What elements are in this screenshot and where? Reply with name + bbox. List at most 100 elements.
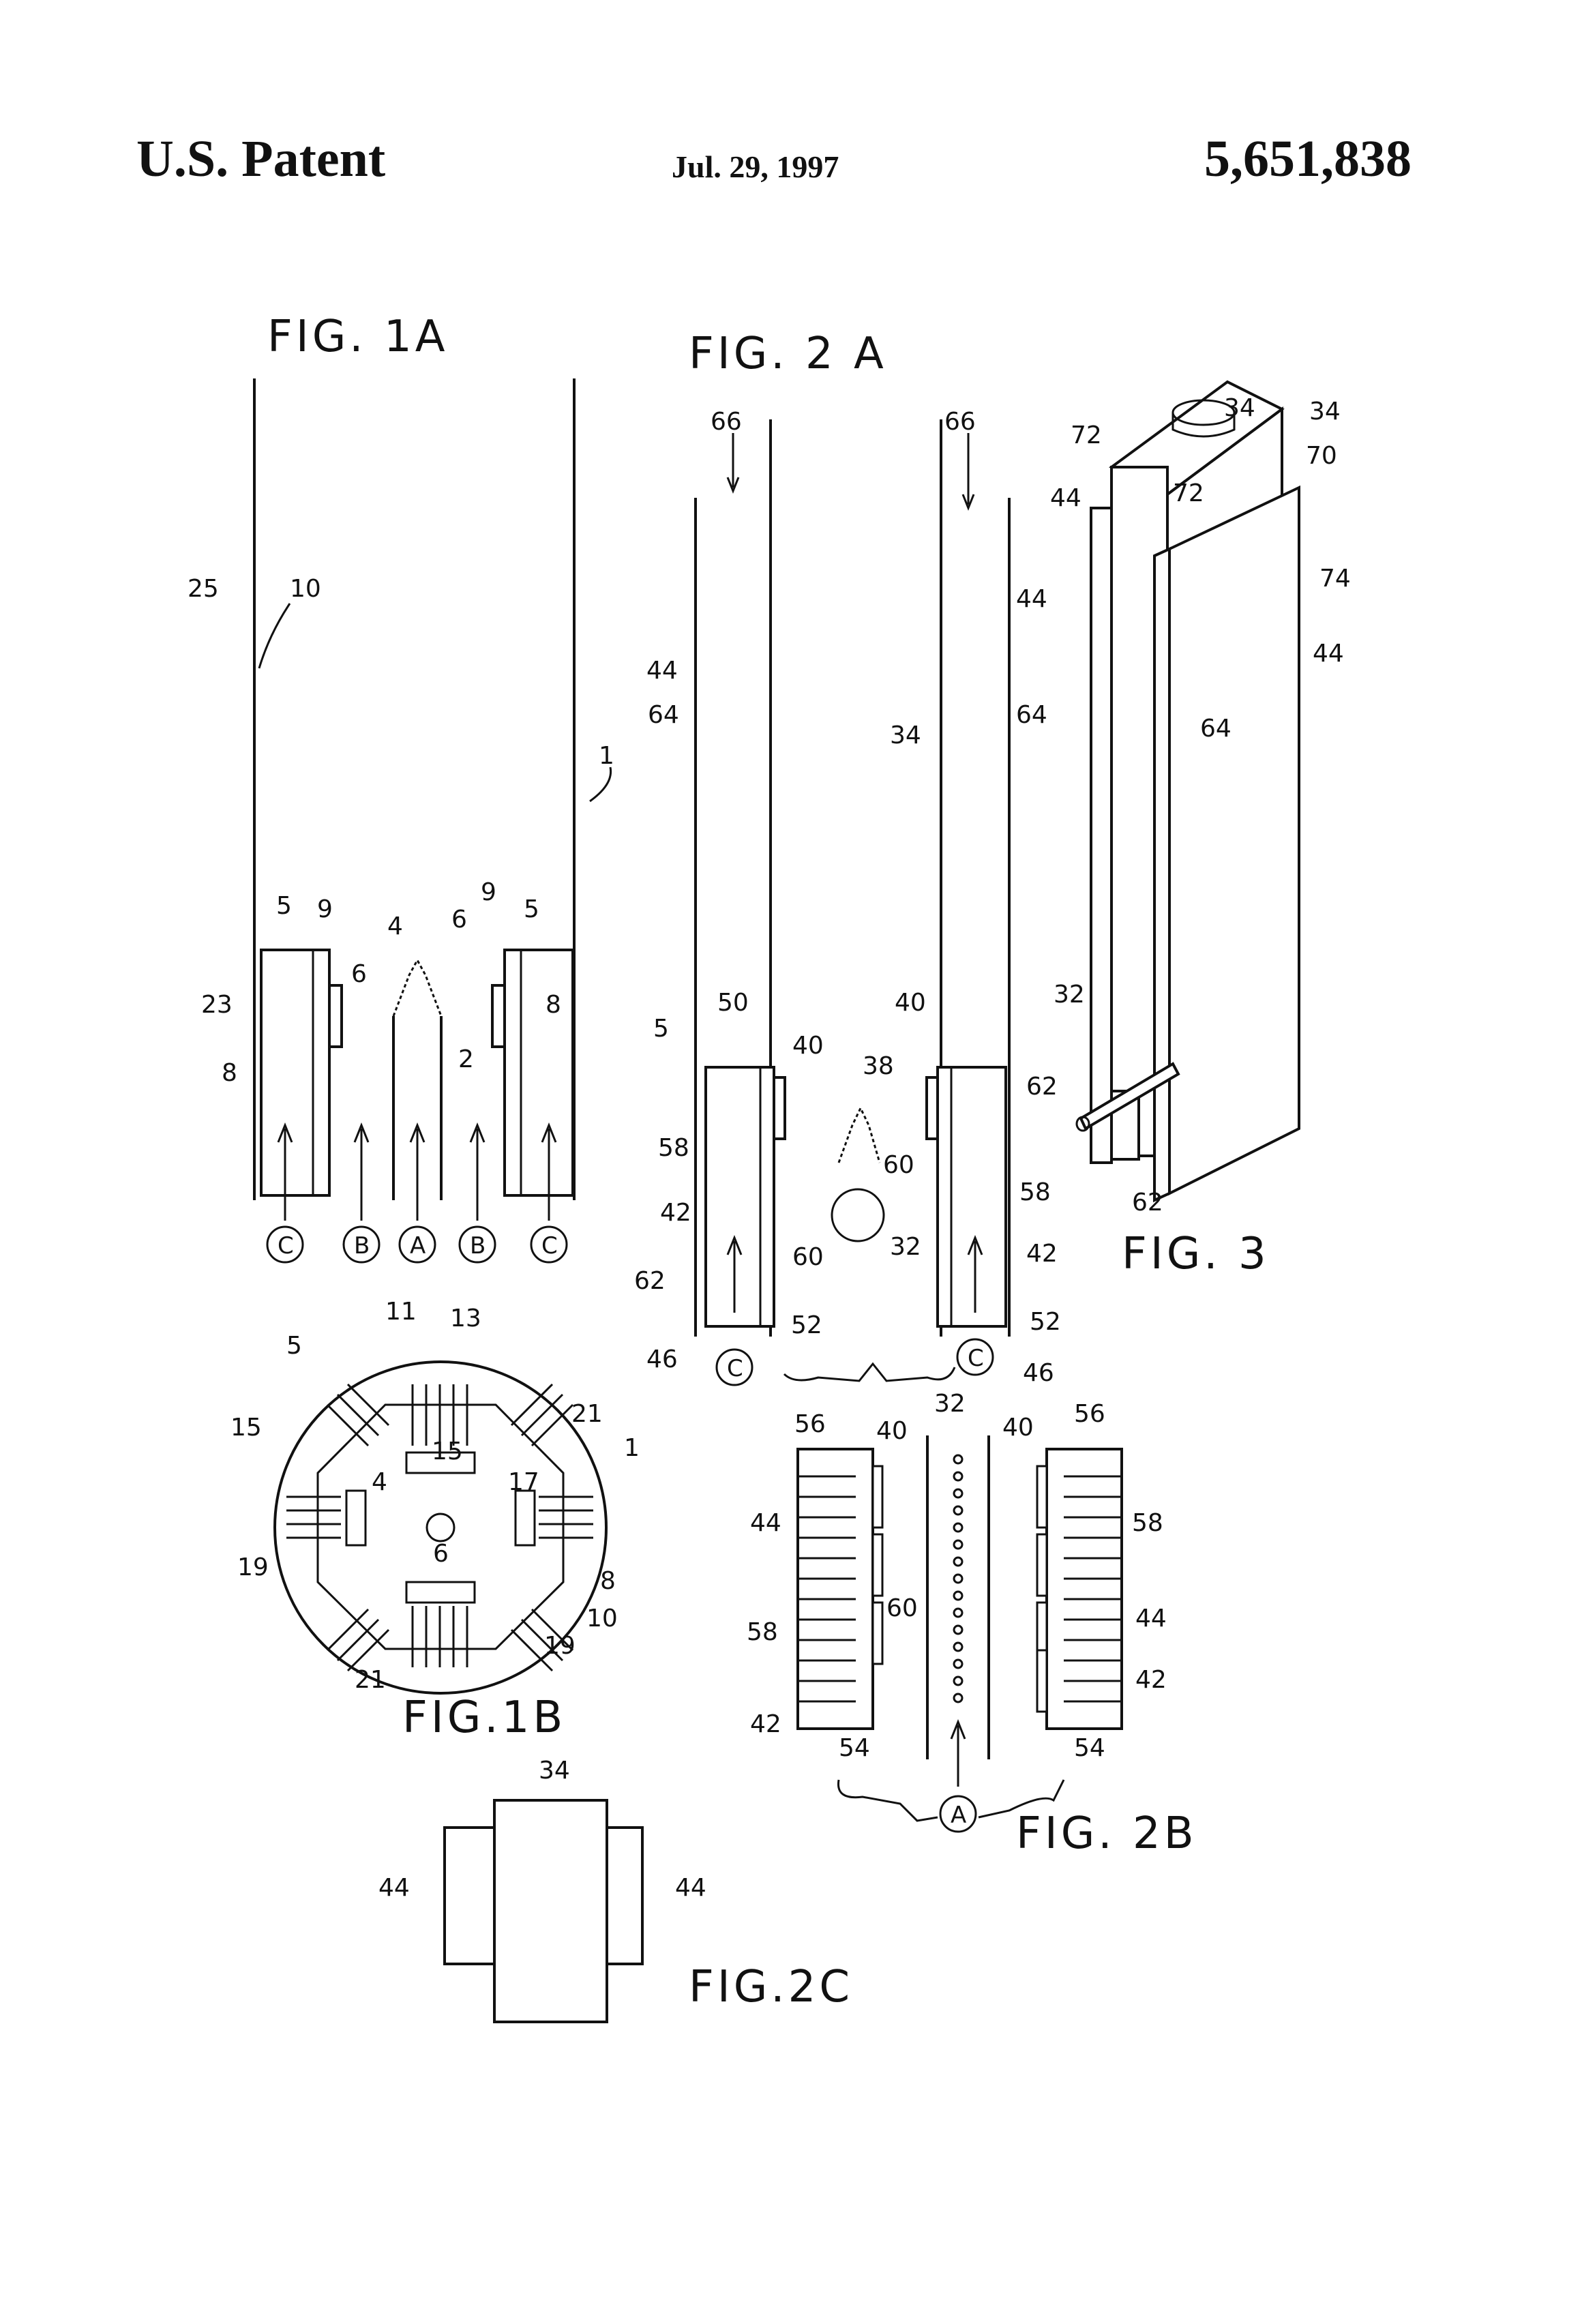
ref-42-left: 42 xyxy=(660,1199,691,1227)
ref-5-2a: 5 xyxy=(653,1015,669,1043)
ref-42-2b-left: 42 xyxy=(750,1710,781,1738)
ref-42-right: 42 xyxy=(1026,1240,1058,1268)
ref-23: 23 xyxy=(201,991,233,1019)
ref-58-2b-right: 58 xyxy=(1132,1509,1163,1537)
ref-34-2c: 34 xyxy=(539,1757,570,1785)
ref-44-2a-left: 44 xyxy=(646,657,678,685)
fig-1b-label: FIG.1B xyxy=(402,1693,566,1743)
ref-1-a: 1 xyxy=(599,742,614,770)
ref-54-right: 54 xyxy=(1074,1734,1105,1762)
ref-40-2b-right: 40 xyxy=(1002,1414,1034,1442)
ref-60-2b: 60 xyxy=(886,1594,918,1622)
ref-5-1b: 5 xyxy=(286,1332,302,1360)
flow-b-right: B xyxy=(470,1232,486,1260)
ref-32-2a: 32 xyxy=(890,1233,921,1261)
ref-40-2a-left: 40 xyxy=(792,1032,824,1060)
ref-19-right: 19 xyxy=(544,1632,576,1660)
ref-40-2a-right: 40 xyxy=(895,989,926,1017)
ref-19-left: 19 xyxy=(237,1553,269,1581)
fig-3-label: FIG. 3 xyxy=(1122,1229,1270,1279)
ref-42-2b-right: 42 xyxy=(1135,1666,1167,1694)
ref-21-left: 21 xyxy=(355,1666,386,1694)
fig-1b: FIG.1B 5 11 13 15 15 21 17 4 1 6 19 8 10… xyxy=(230,1298,640,1743)
ref-4: 4 xyxy=(387,912,403,940)
flow-c-2a-right: C xyxy=(968,1345,984,1372)
flow-c-2a-left: C xyxy=(727,1355,743,1382)
ref-32-3: 32 xyxy=(1054,981,1085,1009)
ref-9-left: 9 xyxy=(317,895,333,923)
fig-2c: 34 44 44 FIG.2C xyxy=(378,1757,853,2022)
ref-40-2b-left: 40 xyxy=(876,1417,908,1445)
ref-8-right: 8 xyxy=(546,991,561,1019)
ref-5-left: 5 xyxy=(276,892,292,920)
ref-38: 38 xyxy=(863,1052,894,1080)
ref-46-left: 46 xyxy=(646,1345,678,1373)
ref-11: 11 xyxy=(385,1298,417,1326)
ref-10: 10 xyxy=(290,575,321,603)
ref-56-left: 56 xyxy=(794,1410,826,1438)
ref-46-right: 46 xyxy=(1023,1359,1054,1387)
ref-44-2c-left: 44 xyxy=(378,1874,410,1902)
ref-8-1b: 8 xyxy=(600,1567,616,1595)
ref-32-2b: 32 xyxy=(934,1390,966,1418)
flow-b-left: B xyxy=(354,1232,370,1260)
ref-34-3: 34 xyxy=(1224,394,1255,422)
ref-52-left: 52 xyxy=(791,1311,822,1339)
fig-2b: A FIG. 2B 32 56 40 40 56 44 58 60 44 58 … xyxy=(747,1390,1197,1859)
ref-64-right: 64 xyxy=(1016,701,1047,729)
ref-56-right: 56 xyxy=(1074,1400,1105,1428)
ref-1-b: 1 xyxy=(624,1434,640,1462)
fig-1a: FIG. 1A C B A B C 25 10 1 xyxy=(188,312,614,1262)
ref-60-right: 60 xyxy=(883,1151,914,1179)
ref-58-2b-left: 58 xyxy=(747,1618,778,1646)
ref-6-right: 6 xyxy=(451,906,467,934)
fig-1a-label: FIG. 1A xyxy=(267,312,448,362)
ref-60-left: 60 xyxy=(792,1243,824,1271)
ref-64-left: 64 xyxy=(648,701,679,729)
ref-17: 17 xyxy=(508,1468,539,1496)
ref-70: 70 xyxy=(1306,442,1337,470)
ref-64-3: 64 xyxy=(1200,715,1232,743)
ref-15-left: 15 xyxy=(230,1414,262,1442)
ref-74: 74 xyxy=(1319,565,1351,593)
ref-2: 2 xyxy=(458,1045,474,1073)
ref-44-3-right: 44 xyxy=(1313,640,1344,668)
ref-62-right: 62 xyxy=(1026,1073,1058,1101)
ref-5-right: 5 xyxy=(524,895,539,923)
ref-72-right: 72 xyxy=(1173,479,1204,507)
ref-44-2b-left: 44 xyxy=(750,1509,781,1537)
flow-a-2b: A xyxy=(951,1802,966,1829)
flow-a: A xyxy=(410,1232,426,1260)
ref-13: 13 xyxy=(450,1305,481,1332)
ref-66-right: 66 xyxy=(944,408,976,436)
ref-62-3: 62 xyxy=(1132,1189,1163,1217)
ref-34-2a: 34 xyxy=(890,721,921,749)
ref-25: 25 xyxy=(188,575,219,603)
ref-34-3b: 34 xyxy=(1309,398,1341,426)
flow-c-right: C xyxy=(541,1232,558,1260)
fig-2c-label: FIG.2C xyxy=(689,1962,853,2012)
ref-6-1b: 6 xyxy=(433,1540,449,1568)
ref-44-2c-right: 44 xyxy=(675,1874,706,1902)
fig-2a-label: FIG. 2 A xyxy=(689,329,887,379)
ref-21-right: 21 xyxy=(571,1400,603,1428)
flow-c-left: C xyxy=(278,1232,294,1260)
fig-2a: FIG. 2 A C C 66 66 44 64 44 64 34 5 50 4… xyxy=(634,329,1061,1387)
ref-54-left: 54 xyxy=(839,1734,870,1762)
ref-9-right: 9 xyxy=(481,878,496,906)
ref-44-2b-right: 44 xyxy=(1135,1605,1167,1633)
fig-3: 34 34 70 72 72 44 74 44 64 32 62 FIG. 3 xyxy=(1050,382,1351,1279)
ref-8-left: 8 xyxy=(222,1059,237,1087)
ref-66-left: 66 xyxy=(711,408,742,436)
ref-44-3-left: 44 xyxy=(1050,484,1081,512)
ref-6-left: 6 xyxy=(351,960,367,988)
ref-58-left: 58 xyxy=(658,1134,689,1162)
ref-72-left: 72 xyxy=(1071,421,1102,449)
ref-58-right: 58 xyxy=(1019,1178,1051,1206)
ref-44-2a-right: 44 xyxy=(1016,585,1047,613)
ref-15-right: 15 xyxy=(432,1437,463,1465)
ref-62-left: 62 xyxy=(634,1267,666,1295)
ref-4-1b: 4 xyxy=(372,1468,387,1496)
ref-50: 50 xyxy=(717,989,749,1017)
